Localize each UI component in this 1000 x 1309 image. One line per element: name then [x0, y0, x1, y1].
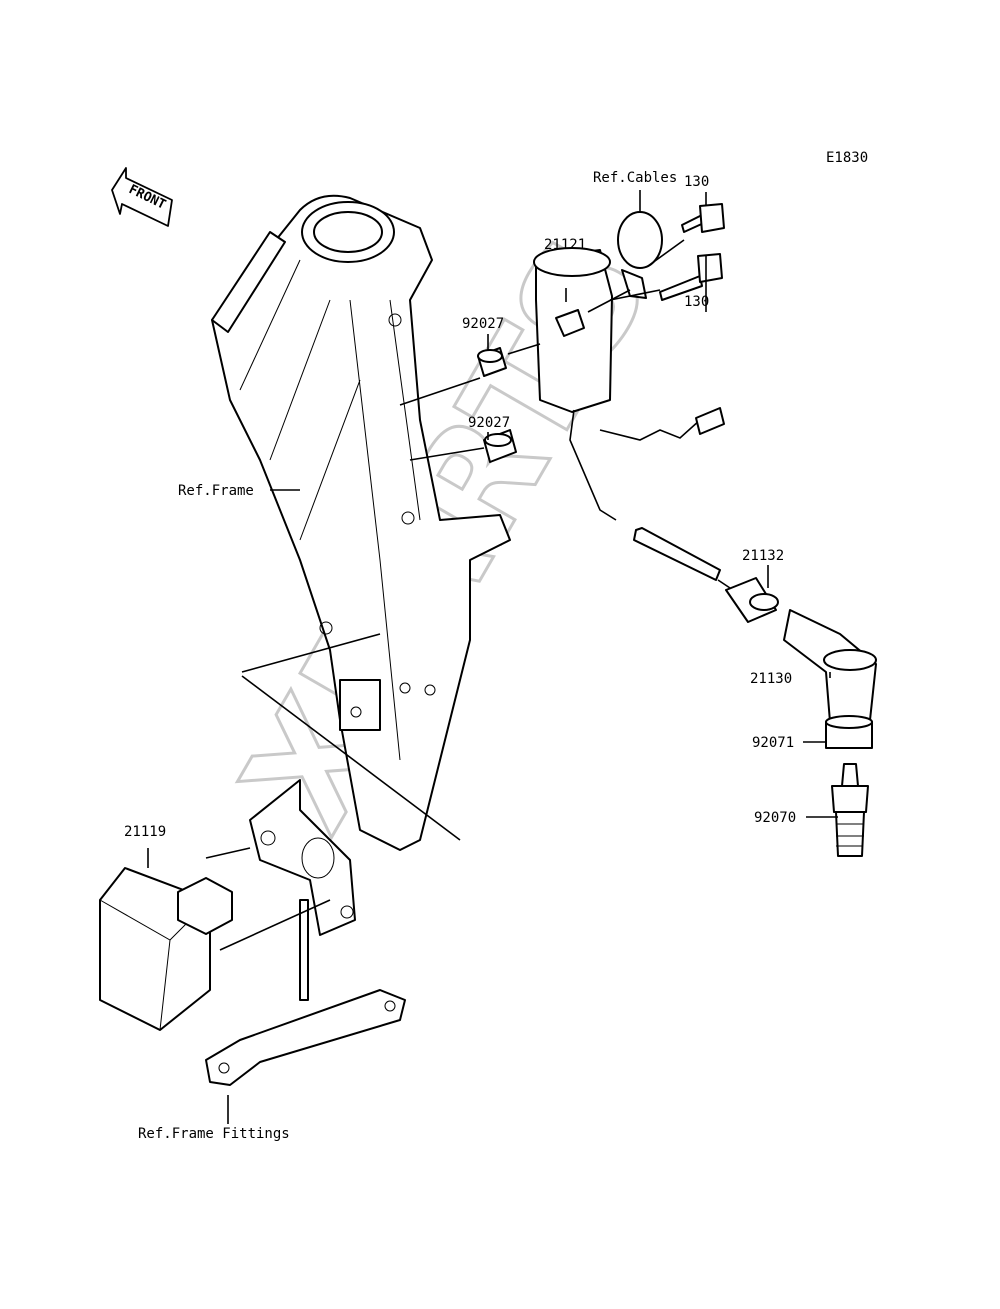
front-arrow-icon: FRONT	[111, 167, 173, 227]
bolt-lower	[659, 253, 723, 301]
label-plug-seal: 92071	[752, 735, 794, 751]
frame-fittings-bracket	[205, 779, 406, 1086]
label-spacer-upper: 92027	[462, 316, 504, 332]
bolt-upper	[681, 203, 725, 233]
diagram-code: E1830	[826, 150, 868, 166]
spark-plug	[831, 763, 869, 857]
spacer-upper	[477, 347, 507, 377]
spark-plug-cap	[783, 609, 877, 723]
leader-lines	[147, 190, 838, 1124]
cap-seal	[725, 577, 779, 623]
spark-plug-seal	[825, 715, 873, 749]
label-ref-frame-fittings: Ref.Frame Fittings	[138, 1126, 290, 1142]
label-spacer-lower: 92027	[468, 415, 510, 431]
cable-clamp	[617, 211, 663, 299]
label-coil: 21121	[544, 237, 586, 253]
label-ref-cables: Ref.Cables	[593, 170, 677, 186]
label-ref-frame: Ref.Frame	[178, 483, 254, 499]
label-cap-seal: 21132	[742, 548, 784, 564]
ignition-coil	[533, 247, 725, 581]
spacer-lower	[483, 429, 517, 463]
label-bolt-lower: 130	[684, 294, 709, 310]
label-bolt-upper: 130	[684, 174, 709, 190]
frame-drawing	[211, 194, 511, 851]
label-spark-plug: 92070	[754, 810, 796, 826]
cdi-unit	[99, 867, 233, 1031]
label-plug-cap: 21130	[750, 671, 792, 687]
label-cdi-unit: 21119	[124, 824, 166, 840]
